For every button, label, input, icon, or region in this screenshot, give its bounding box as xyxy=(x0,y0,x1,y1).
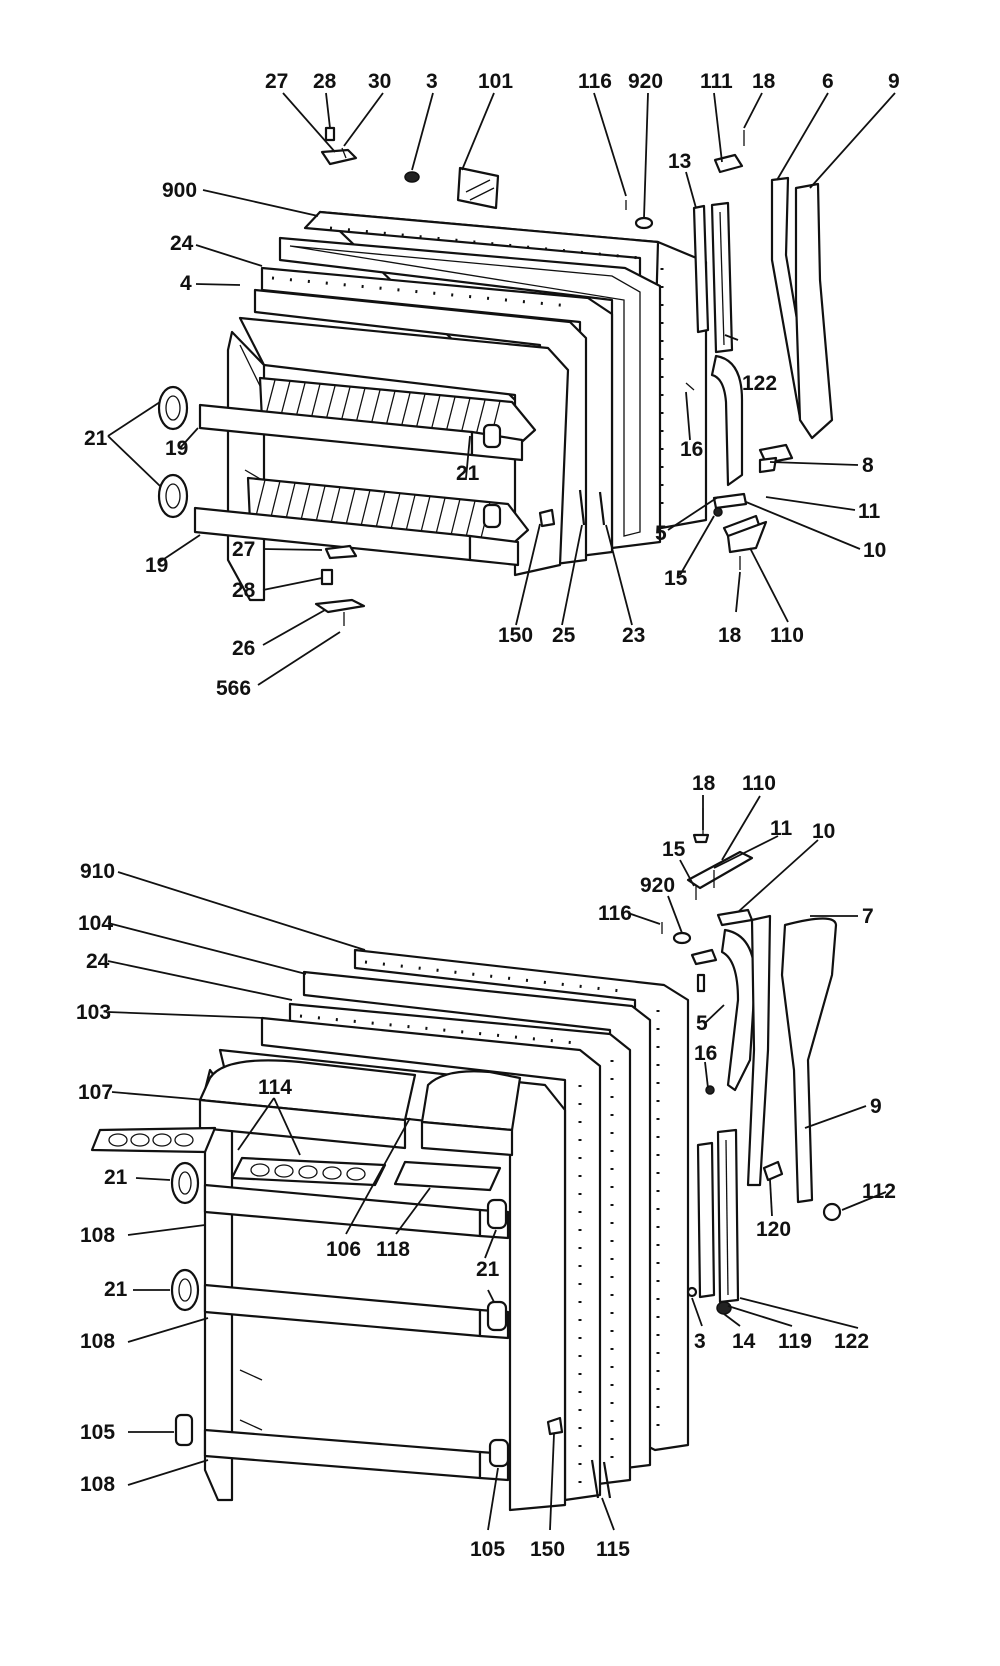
callout-150: 150 xyxy=(498,624,533,647)
fresh-food-outer-door-panel xyxy=(353,948,690,1452)
callout-150: 150 xyxy=(530,1538,565,1561)
freezer-lower-shelf xyxy=(193,476,530,567)
callout-11: 11 xyxy=(770,817,793,840)
callout-21: 21 xyxy=(456,462,480,485)
callout-106: 106 xyxy=(326,1238,361,1261)
callout-27: 27 xyxy=(265,70,288,93)
freezer-top-hardware xyxy=(320,126,654,230)
callout-105: 105 xyxy=(80,1421,115,1444)
callout-3: 3 xyxy=(694,1330,706,1353)
callout-920: 920 xyxy=(628,70,663,93)
callout-28: 28 xyxy=(232,579,256,602)
callout-15: 15 xyxy=(662,838,686,861)
callout-18: 18 xyxy=(718,624,742,647)
fresh-food-shelf-end-caps xyxy=(170,1161,510,1468)
callout-24: 24 xyxy=(86,950,110,973)
callout-21: 21 xyxy=(84,427,108,450)
fresh-food-door-assembly xyxy=(90,808,842,1512)
callout-16: 16 xyxy=(680,438,703,461)
freezer-leader-lines xyxy=(107,92,896,686)
callout-111: 111 xyxy=(700,70,733,93)
callout-103: 103 xyxy=(76,1001,111,1024)
callout-13: 13 xyxy=(668,150,691,173)
callout-11: 11 xyxy=(858,500,881,523)
callout-120: 120 xyxy=(756,1218,791,1241)
callout-110: 110 xyxy=(742,772,776,795)
callout-10: 10 xyxy=(812,820,835,843)
callout-16: 16 xyxy=(694,1042,717,1065)
callout-14: 14 xyxy=(732,1330,756,1353)
fresh-food-door-liner xyxy=(260,970,652,1502)
fresh-food-callout-labels: 18 110 15 11 10 920 7 116 910 104 24 103… xyxy=(76,772,896,1561)
callout-8: 8 xyxy=(862,454,874,477)
callout-27: 27 xyxy=(232,538,255,561)
fresh-food-dairy-compartments xyxy=(198,1059,522,1157)
callout-900: 900 xyxy=(162,179,197,202)
callout-25: 25 xyxy=(552,624,576,647)
callout-23: 23 xyxy=(622,624,645,647)
callout-19: 19 xyxy=(145,554,168,577)
callout-21: 21 xyxy=(104,1278,128,1301)
fresh-food-leader-lines xyxy=(107,795,887,1531)
callout-18: 18 xyxy=(692,772,716,795)
freezer-upper-shelf xyxy=(198,376,537,462)
callout-104: 104 xyxy=(78,912,113,935)
callout-910: 910 xyxy=(80,860,115,883)
callout-107: 107 xyxy=(78,1081,113,1104)
callout-24: 24 xyxy=(170,232,194,255)
callout-5: 5 xyxy=(655,522,667,545)
callout-115: 115 xyxy=(596,1538,630,1561)
callout-122: 122 xyxy=(834,1330,869,1353)
callout-7: 7 xyxy=(862,905,874,928)
callout-112: 112 xyxy=(862,1180,896,1203)
fresh-food-door-shelves xyxy=(203,1183,510,1482)
callout-10: 10 xyxy=(863,539,886,562)
callout-4: 4 xyxy=(180,272,192,295)
callout-19: 19 xyxy=(165,437,188,460)
freezer-callout-labels: 27 28 30 3 101 116 920 111 18 6 9 900 24… xyxy=(84,70,900,700)
callout-21: 21 xyxy=(104,1166,128,1189)
callout-18: 18 xyxy=(752,70,776,93)
callout-9: 9 xyxy=(888,70,900,93)
callout-21: 21 xyxy=(476,1258,500,1281)
callout-30: 30 xyxy=(368,70,391,93)
freezer-shelf-end-caps xyxy=(157,385,502,529)
callout-15: 15 xyxy=(664,567,688,590)
callout-119: 119 xyxy=(778,1330,812,1353)
fresh-food-egg-trays xyxy=(90,1126,502,1192)
callout-110: 110 xyxy=(770,624,804,647)
callout-108: 108 xyxy=(80,1473,115,1496)
callout-101: 101 xyxy=(478,70,513,93)
callout-566: 566 xyxy=(216,677,251,700)
callout-28: 28 xyxy=(313,70,337,93)
callout-122: 122 xyxy=(742,372,777,395)
fresh-food-bottom-hardware xyxy=(546,1416,612,1499)
callout-108: 108 xyxy=(80,1224,115,1247)
callout-3: 3 xyxy=(426,70,438,93)
freezer-bottom-hardware xyxy=(314,489,606,626)
callout-105: 105 xyxy=(470,1538,505,1561)
callout-9: 9 xyxy=(870,1095,882,1118)
callout-6: 6 xyxy=(822,70,834,93)
callout-116: 116 xyxy=(578,70,612,93)
callout-116: 116 xyxy=(598,902,632,925)
callout-920: 920 xyxy=(640,874,675,897)
callout-114: 114 xyxy=(258,1076,292,1099)
callout-26: 26 xyxy=(232,637,255,660)
freezer-right-hardware xyxy=(685,130,834,570)
callout-118: 118 xyxy=(376,1238,410,1261)
fresh-food-right-hardware xyxy=(661,808,842,1315)
freezer-door-assembly xyxy=(157,126,834,626)
callout-5: 5 xyxy=(696,1012,708,1035)
callout-108: 108 xyxy=(80,1330,115,1353)
